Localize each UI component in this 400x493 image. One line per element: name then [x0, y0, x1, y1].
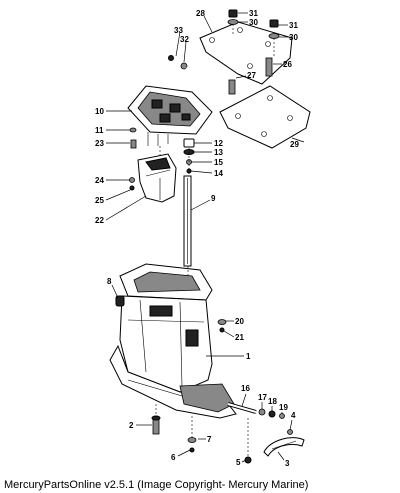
callout-16: 16 [241, 384, 250, 393]
adapter-plate [127, 85, 213, 146]
callout-4: 4 [291, 411, 296, 420]
upper-mount-plate [199, 21, 293, 95]
callout-9: 9 [211, 194, 216, 203]
callout-32: 32 [180, 35, 189, 44]
callout-11: 11 [95, 126, 104, 135]
image-caption: MercuryPartsOnline v2.5.1 (Image Copyrig… [4, 479, 309, 491]
callout-31-upper-right: 31 [289, 21, 298, 30]
callout-25: 25 [95, 196, 104, 205]
callout-labels: 31 30 28 31 30 33 32 26 27 10 11 23 29 1… [95, 9, 299, 468]
callout-6: 6 [171, 453, 176, 462]
callout-33: 33 [174, 26, 183, 35]
callout-7: 7 [207, 435, 212, 444]
callout-29: 29 [290, 140, 299, 149]
leader-lines [105, 12, 305, 463]
grommet-8 [115, 295, 125, 307]
callout-18: 18 [268, 397, 277, 406]
callout-21: 21 [235, 333, 244, 342]
screws-2-6-7 [151, 415, 252, 464]
callout-26: 26 [283, 60, 292, 69]
callout-27: 27 [247, 71, 256, 80]
small-parts-11-23 [129, 127, 137, 149]
small-parts-24-25 [129, 177, 135, 191]
callout-30-upper-right: 30 [289, 33, 298, 42]
drive-shaft-9 [183, 175, 192, 267]
exhaust-tube-22 [137, 153, 177, 203]
small-parts-20-21 [217, 319, 227, 333]
callout-31-upper-left: 31 [249, 9, 258, 18]
callout-20: 20 [235, 317, 244, 326]
washers-17-19 [258, 408, 285, 419]
driveshaft-housing-1 [109, 263, 237, 419]
lower-mount-plate [219, 85, 311, 149]
stud-16 [227, 402, 257, 414]
callout-5: 5 [236, 458, 241, 467]
callout-13: 13 [214, 148, 223, 157]
callout-23: 23 [95, 139, 104, 148]
exploded-parts-diagram: 31 30 28 31 30 33 32 26 27 10 11 23 29 1… [95, 9, 311, 468]
callout-12: 12 [214, 139, 223, 148]
callout-8: 8 [107, 277, 112, 286]
callout-22: 22 [95, 216, 104, 225]
callout-17: 17 [258, 393, 267, 402]
long-bolt-33 [168, 55, 205, 79]
alignment-lines [155, 24, 275, 456]
callout-24: 24 [95, 176, 104, 185]
mount-nuts-washers [227, 9, 280, 39]
callout-30-upper-left: 30 [249, 18, 258, 27]
callout-14: 14 [214, 169, 223, 178]
trim-tab-anode-3-5 [263, 429, 305, 457]
callout-28: 28 [196, 9, 205, 18]
callout-10: 10 [95, 107, 104, 116]
callout-19: 19 [279, 403, 288, 412]
callout-1: 1 [246, 352, 251, 361]
callout-15: 15 [214, 158, 223, 167]
callout-2: 2 [129, 421, 134, 430]
callout-3: 3 [285, 459, 290, 468]
